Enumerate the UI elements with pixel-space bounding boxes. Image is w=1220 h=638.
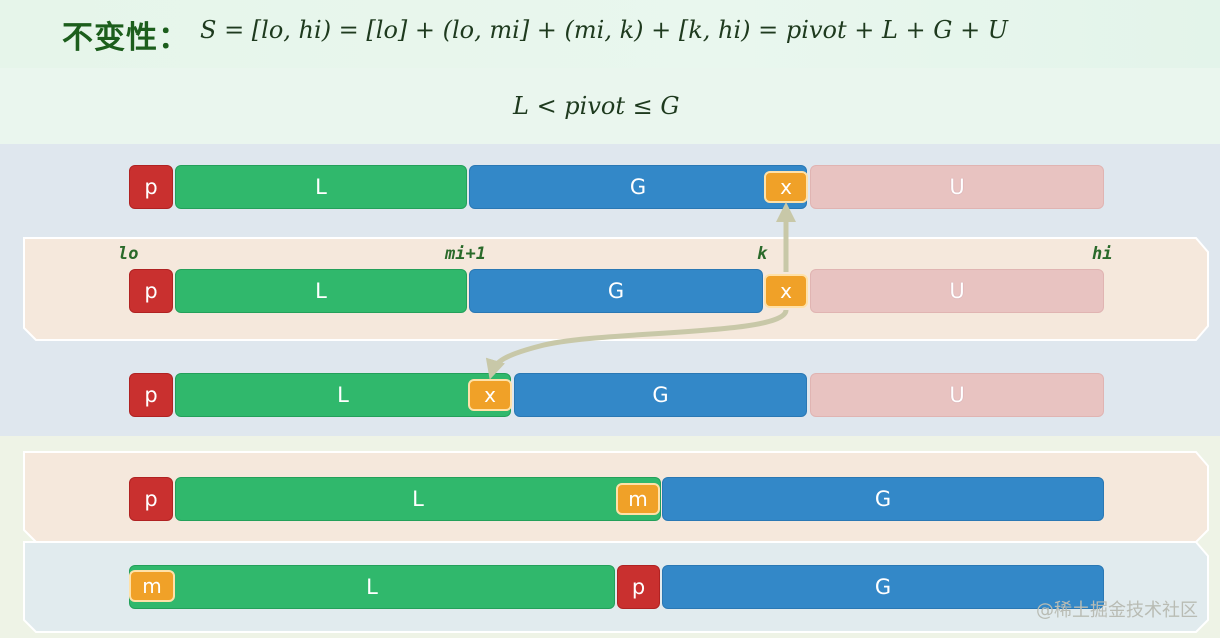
greater-segment: G: [469, 165, 807, 209]
less-segment: L: [175, 165, 467, 209]
index-k: k: [757, 244, 768, 264]
greater-segment: G: [514, 373, 807, 417]
median-cell: m: [129, 570, 175, 602]
greater-segment: G: [469, 269, 763, 313]
swap-down-arrow: [485, 309, 789, 380]
current-element-cell: x: [468, 379, 512, 411]
index-hi: hi: [1092, 244, 1113, 264]
watermark: @稀土掘金技术社区: [1036, 600, 1198, 621]
less-segment: L: [175, 373, 511, 417]
median-cell: m: [616, 483, 660, 515]
pivot-cell: p: [129, 477, 173, 521]
invariant-heading: 不变性：: [62, 20, 190, 56]
invariant-formula: S = [lo, hi) = [lo] + (lo, mi] + (mi, k)…: [200, 16, 1009, 44]
pivot-cell: p: [129, 165, 173, 209]
formula-band: [0, 68, 1220, 144]
current-element-cell: x: [764, 274, 808, 308]
order-relation: L < pivot ≤ G: [513, 92, 680, 120]
less-segment: L: [129, 565, 615, 609]
title-band: [0, 0, 1220, 68]
unknown-segment: U: [810, 165, 1104, 209]
less-segment: L: [175, 269, 467, 313]
index-lo: lo: [118, 244, 139, 264]
row-5-panel: [23, 541, 1209, 633]
pivot-cell: p: [129, 269, 173, 313]
greater-segment: G: [662, 565, 1104, 609]
pivot-cell: p: [129, 373, 173, 417]
greater-segment: G: [662, 477, 1104, 521]
unknown-segment: U: [810, 269, 1104, 313]
pivot-cell: p: [617, 565, 660, 609]
index-mi-plus-1: mi+1: [445, 244, 486, 264]
less-segment: L: [175, 477, 661, 521]
unknown-segment: U: [810, 373, 1104, 417]
